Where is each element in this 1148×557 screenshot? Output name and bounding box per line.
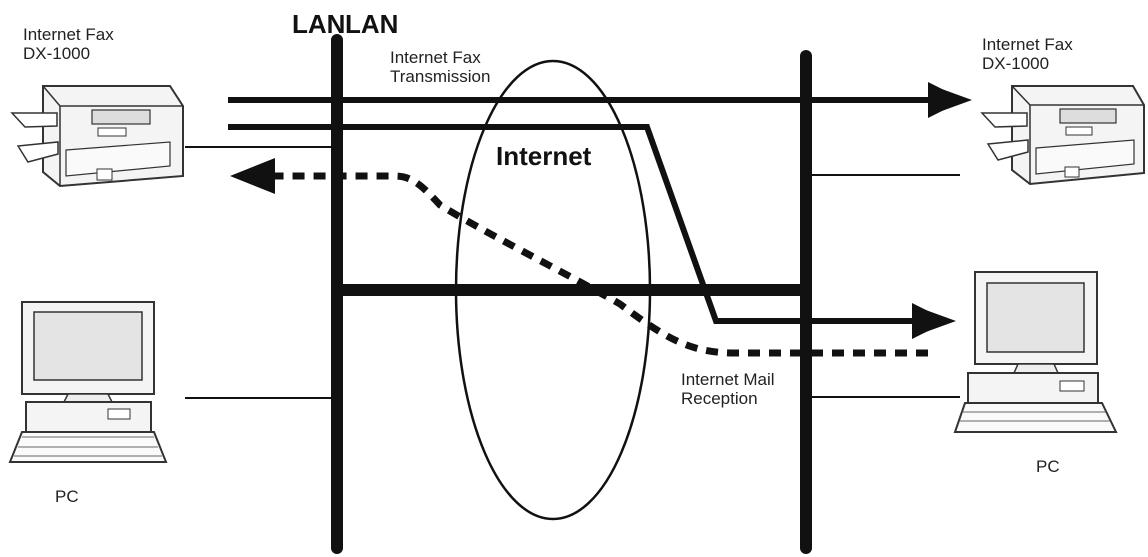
lan-label-left: LAN bbox=[292, 9, 346, 39]
reception-label: Internet Mail Reception bbox=[681, 370, 775, 408]
left-fax-label-line1: Internet Fax bbox=[23, 25, 114, 44]
left-pc-icon bbox=[8, 301, 168, 463]
right-fax-label-line1: Internet Fax bbox=[982, 35, 1073, 54]
left-pc-label: PC bbox=[55, 487, 79, 506]
right-fax-label-line2: DX-1000 bbox=[982, 54, 1050, 74]
transmission-label-line1: Internet Fax bbox=[390, 48, 481, 67]
transmission-label: Internet Fax Transmission bbox=[390, 48, 490, 86]
transmission-arrowhead-bottom bbox=[912, 305, 956, 337]
right-fax-label: Internet Fax DX-1000 bbox=[982, 35, 1073, 73]
transmission-label-line2: Transmission bbox=[390, 67, 491, 87]
mail-reception-dotted-path bbox=[275, 172, 928, 357]
mail-reception-arrowhead bbox=[230, 158, 275, 194]
right-fax-machine-icon bbox=[980, 85, 1145, 186]
right-pc-icon bbox=[953, 271, 1118, 433]
mail-transmission-arrow bbox=[228, 124, 948, 339]
internet-label: Internet bbox=[496, 141, 592, 171]
left-fax-label: Internet Fax DX-1000 bbox=[23, 25, 114, 63]
reception-label-line1: Internet Mail bbox=[681, 370, 775, 389]
left-fax-label-line2: DX-1000 bbox=[23, 44, 91, 64]
left-fax-machine-icon bbox=[10, 85, 184, 188]
lan-label-right: LAN bbox=[345, 9, 399, 39]
reception-label-line2: Reception bbox=[681, 389, 758, 409]
transmission-arrowhead-top bbox=[928, 84, 972, 116]
right-pc-label: PC bbox=[1036, 457, 1060, 476]
